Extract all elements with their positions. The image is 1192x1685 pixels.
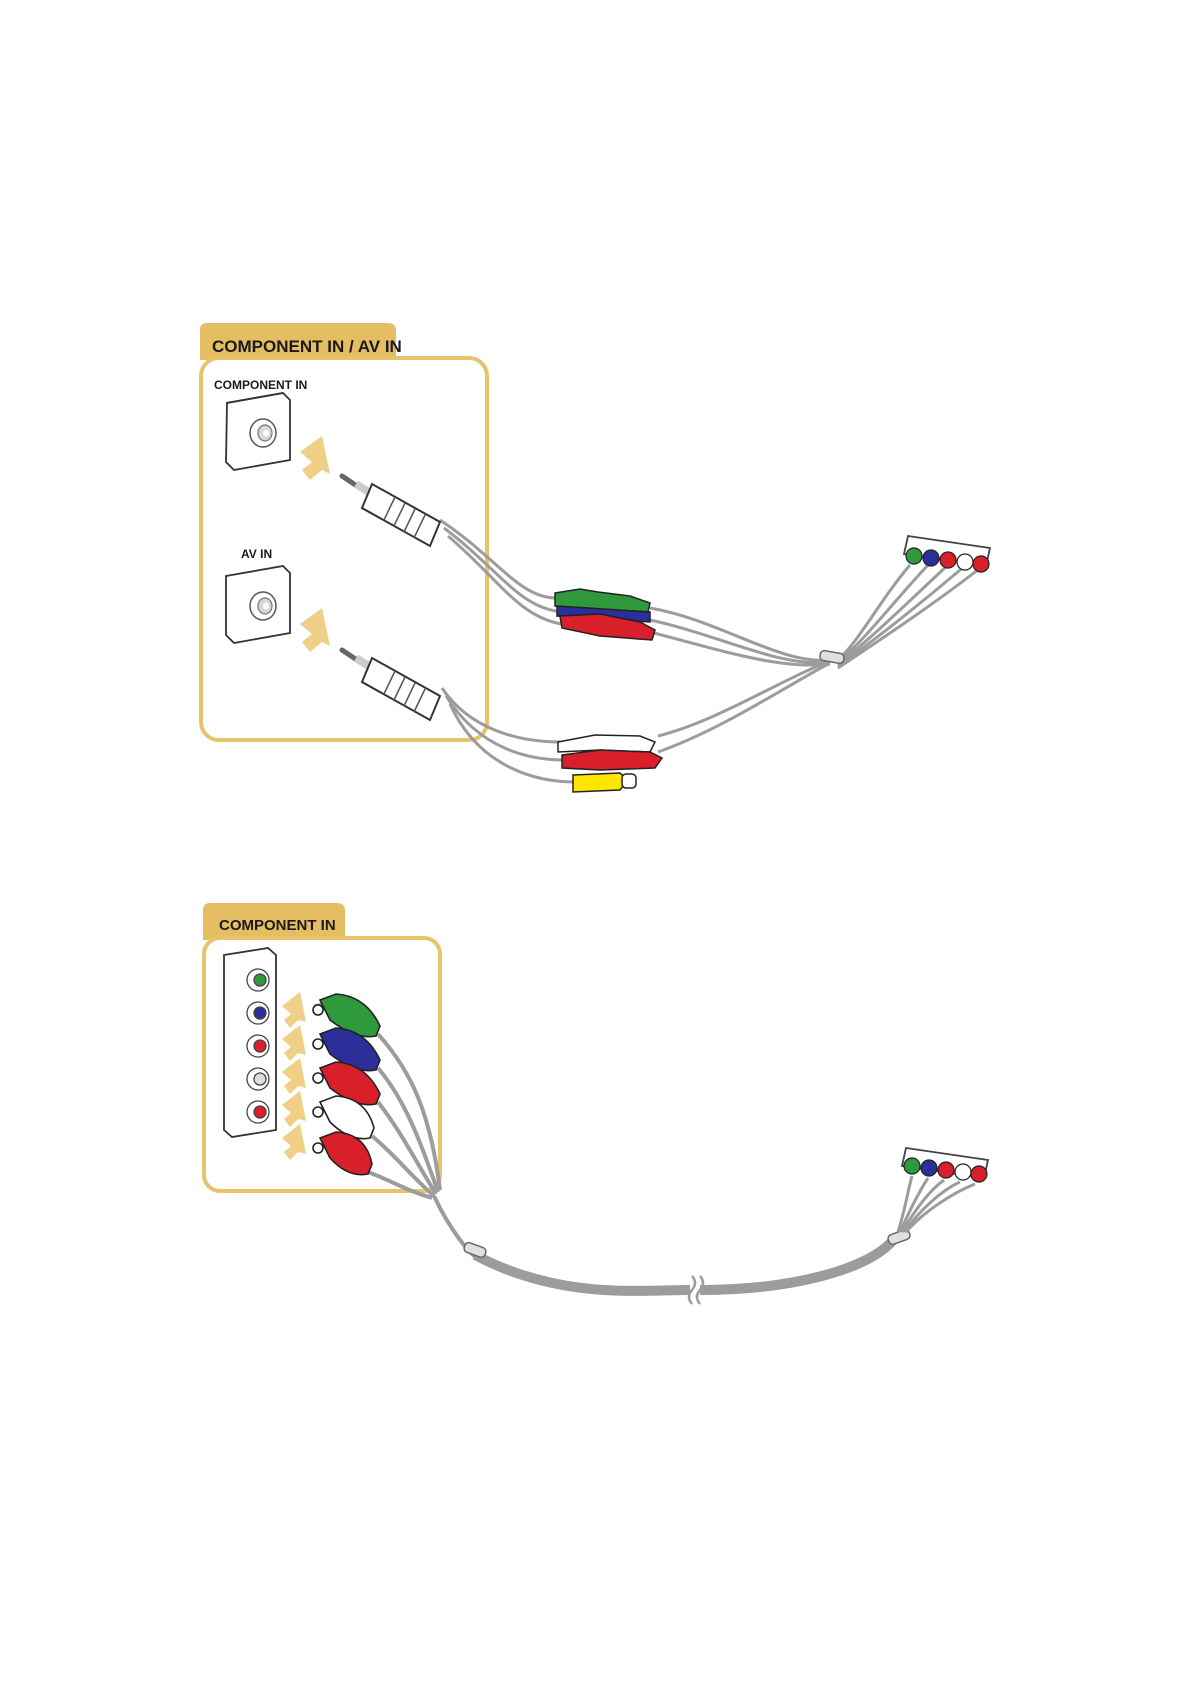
- cables-bottom: [368, 1034, 480, 1260]
- diagram-component-av: COMPONENT IN / AV IN COMPONENT IN AV IN: [200, 323, 990, 792]
- plug-35mm-bottom: [342, 650, 440, 720]
- component-in-arrow-icon: [300, 436, 330, 480]
- component-rca-bundle: [555, 589, 655, 640]
- rca-plugs: [313, 994, 380, 1175]
- av-in-jack: [226, 566, 290, 643]
- cables-top: [440, 520, 984, 782]
- av-rca-bundle: [558, 735, 662, 792]
- cable-tie-left: [463, 1242, 487, 1259]
- main-cable-left: [475, 1255, 690, 1291]
- cables-bottom-right: [898, 1176, 975, 1232]
- main-cable-right: [700, 1238, 895, 1290]
- source-connector-top: [904, 536, 990, 572]
- cable-break-icon: [689, 1276, 703, 1304]
- component-in-jack: [226, 393, 290, 470]
- header-tab-2: COMPONENT IN: [203, 903, 345, 940]
- plug-35mm-top: [342, 476, 440, 546]
- component-in-label: COMPONENT IN: [214, 378, 307, 392]
- insert-arrows-icon: [282, 992, 306, 1160]
- diagram-component: COMPONENT IN: [203, 903, 988, 1304]
- component-jack-panel: [224, 948, 276, 1137]
- header-title-2: COMPONENT IN: [219, 917, 336, 934]
- source-connector-bottom: [902, 1148, 988, 1182]
- av-in-label: AV IN: [241, 547, 272, 561]
- av-in-arrow-icon: [300, 608, 330, 652]
